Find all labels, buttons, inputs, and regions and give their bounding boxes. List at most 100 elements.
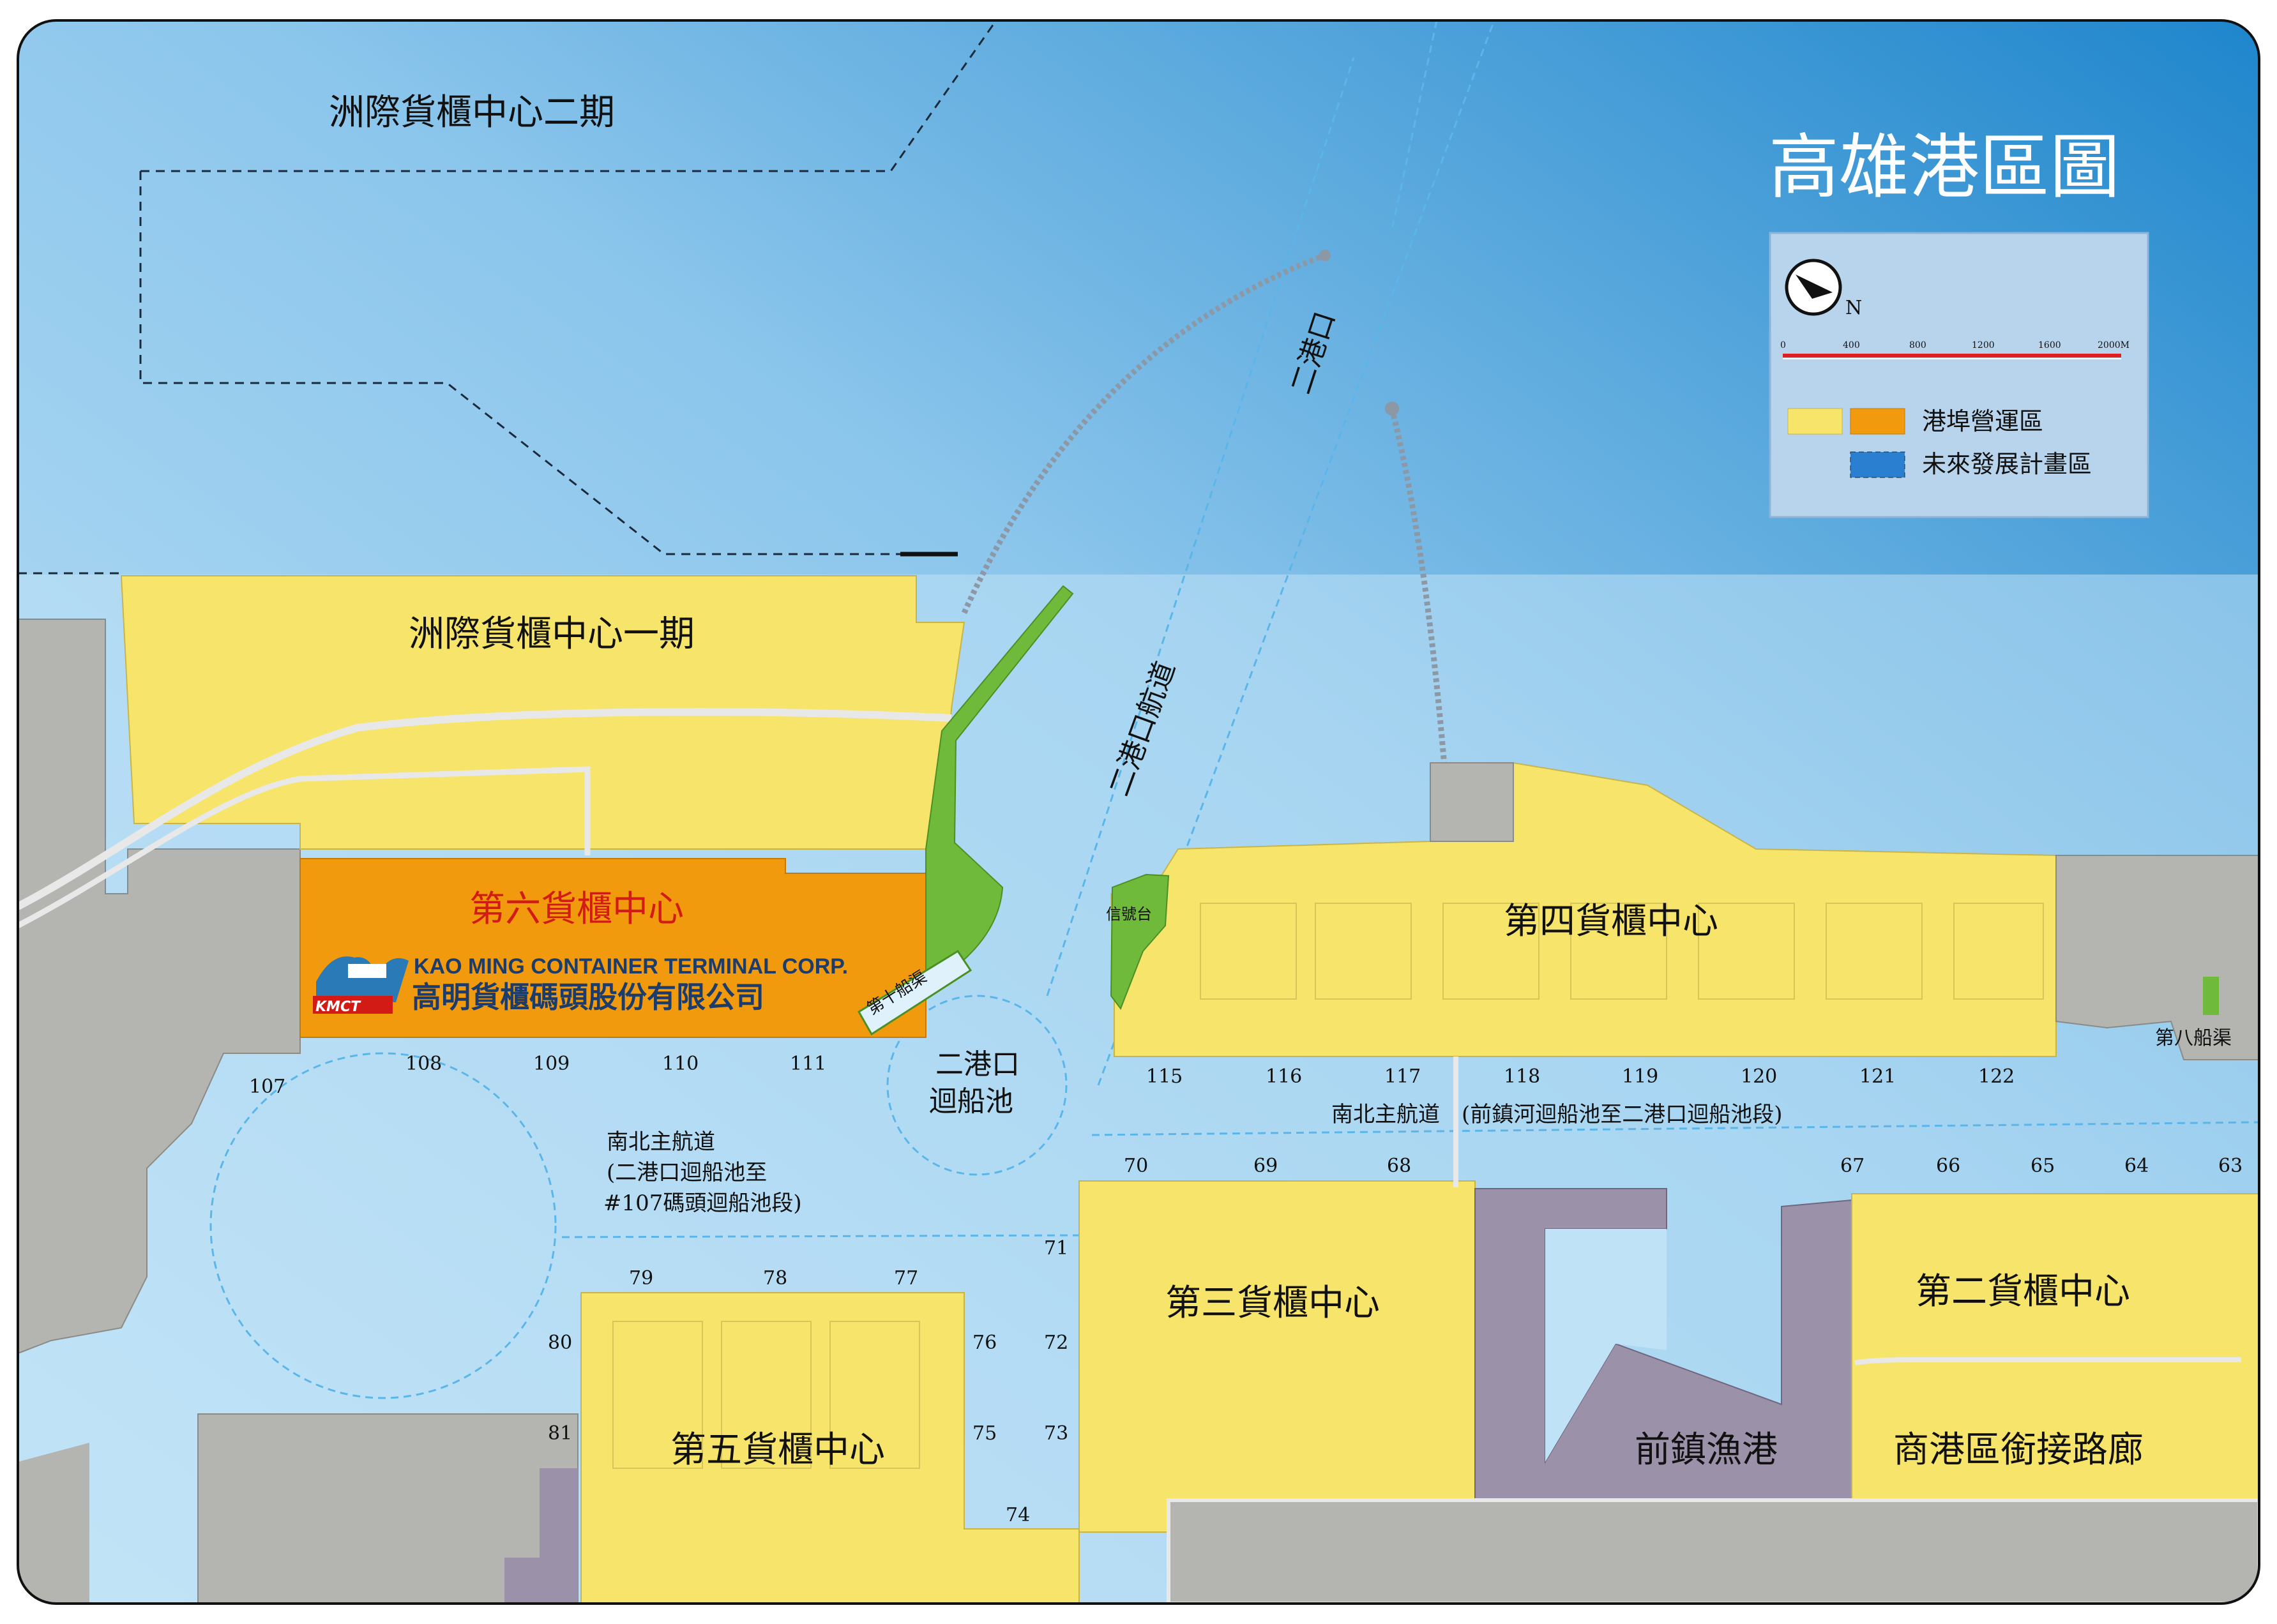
berth-122: 122 (1978, 1065, 2015, 1088)
terminal5-label: 第五貨櫃中心 (670, 1429, 885, 1471)
berth-63: 63 (2218, 1155, 2243, 1177)
north-breakwater (961, 252, 1326, 614)
signal-station-area (1110, 873, 1170, 1011)
turning-basin-107 (209, 1052, 557, 1399)
scale-tick-4: 1600 (2038, 340, 2061, 350)
qianzhen-fishing-port-label: 前鎮漁港 (1635, 1429, 1778, 1471)
legend-swatch-orange (1850, 408, 1905, 435)
terminal4-yard-blocks (1200, 903, 2044, 1000)
terminal4-gray-block (1430, 762, 1514, 842)
west-land-south (18, 1443, 89, 1604)
terminal5-yard-blocks (612, 1321, 920, 1469)
terminal4-area (1110, 762, 2057, 1057)
berth-71: 71 (1044, 1237, 1068, 1259)
channel-lines (1046, 20, 1495, 1086)
berth-64: 64 (2124, 1155, 2149, 1177)
terminal6-label: 第六貨櫃中心 (469, 889, 684, 930)
road-phase1 (18, 708, 952, 910)
berth-69: 69 (1253, 1155, 1278, 1177)
scale-tick-0: 0 (1780, 340, 1786, 350)
legend-swatch-yellow (1787, 408, 1843, 435)
legend: N 0 400 800 1200 1600 2000M 港埠營運區 未來發展計畫… (1769, 232, 2149, 518)
ns-main-channel-west-label-3: #107碼頭迴船池段) (603, 1191, 802, 1216)
scale-tick-1: 400 (1843, 340, 1860, 350)
scale-tick-2: 800 (1909, 340, 1926, 350)
berth-107: 107 (249, 1076, 285, 1098)
phase2-boundary (18, 20, 997, 575)
berth-70: 70 (1124, 1155, 1148, 1177)
berth-75: 75 (972, 1422, 997, 1445)
berth-77: 77 (894, 1267, 918, 1289)
berth-72: 72 (1044, 1332, 1068, 1354)
scale-tick-3: 1200 (1972, 340, 1995, 350)
berth-118: 118 (1504, 1065, 1540, 1088)
terminal2-area (1851, 1193, 2259, 1514)
south-breakwater (1389, 407, 1448, 767)
berth-67: 67 (1840, 1155, 1865, 1177)
kmct-name-zh: 高明貨櫃碼頭股份有限公司 (412, 980, 764, 1014)
compass-needle-icon (1796, 274, 1833, 299)
west-land (18, 619, 301, 1355)
turning-basin-label-1: 二港口 (935, 1048, 1020, 1081)
turning-basin-2 (886, 995, 1068, 1176)
berth-65: 65 (2031, 1155, 2055, 1177)
kmct-abbr: KMCT (315, 999, 361, 1015)
turning-basin-label-2: 迴船池 (929, 1085, 1013, 1118)
terminal2-label: 第二貨櫃中心 (1916, 1271, 2130, 1312)
berth-80: 80 (548, 1332, 572, 1354)
ns-channel-lines (561, 1121, 2259, 1238)
berth-121: 121 (1859, 1065, 1896, 1088)
kmct-badge (313, 996, 393, 1014)
map-frame (17, 19, 2260, 1605)
southwest-land (197, 1413, 579, 1604)
canal8-label: 第八船渠 (2155, 1027, 2232, 1049)
berth-78: 78 (763, 1267, 787, 1289)
berth-115: 115 (1146, 1065, 1183, 1088)
berth-74: 74 (1006, 1504, 1030, 1526)
berth-76: 76 (972, 1332, 997, 1354)
commercial-corridor-label: 商港區銜接路廊 (1893, 1429, 2144, 1471)
terminal3-label: 第三貨櫃中心 (1165, 1282, 1380, 1324)
berth-119: 119 (1622, 1065, 1658, 1088)
berth-66: 66 (1936, 1155, 1960, 1177)
zhouji-phase2-label: 洲際貨櫃中心二期 (329, 92, 615, 133)
berth-109: 109 (533, 1053, 570, 1075)
berth-111: 111 (790, 1053, 826, 1075)
north-label: N (1845, 297, 1862, 319)
fishing-port-water (1545, 1229, 1667, 1462)
berth-73: 73 (1044, 1422, 1068, 1445)
ns-main-channel-west-label-2: (二港口迴船池至 (607, 1160, 767, 1185)
kmct-ship-icon (348, 964, 386, 978)
canal8-green (2203, 977, 2219, 1015)
north-breakwater-head (1319, 250, 1331, 261)
signal-station-label: 信號台 (1106, 905, 1152, 923)
legend-future-label: 未來發展計畫區 (1922, 450, 2092, 478)
south-breakwater-head (1385, 402, 1399, 416)
zhouji-phase1-label: 洲際貨櫃中心一期 (409, 613, 695, 655)
legend-swatch-future (1850, 451, 1905, 478)
berth-116: 116 (1266, 1065, 1302, 1088)
ns-main-channel-west-label-1: 南北主航道 (607, 1129, 715, 1155)
corridor-road (1854, 1357, 2241, 1365)
terminal4-label: 第四貨櫃中心 (1504, 901, 1718, 942)
berth-numbers: 107 108 109 110 111 115 116 117 118 119 … (249, 1053, 2243, 1526)
berth-110: 110 (662, 1053, 699, 1075)
south-city (1167, 1498, 2259, 1604)
purple-pier (504, 1468, 578, 1604)
berth-68: 68 (1387, 1155, 1411, 1177)
canal10-strip (857, 949, 972, 1036)
scale-tick-5: 2000M (2098, 340, 2129, 350)
kmct-logo: KMCT KAO MING CONTAINER TERMINAL CORP. 高… (313, 954, 848, 1015)
legend-operations-label: 港埠營運區 (1922, 407, 2043, 435)
berth-81: 81 (548, 1422, 572, 1445)
kmct-name-en: KAO MING CONTAINER TERMINAL CORP. (414, 954, 848, 979)
berth-79: 79 (629, 1267, 653, 1289)
ns-main-channel-east-label: 南北主航道 (前鎮河迴船池至二港口迴船池段) (1331, 1102, 1783, 1127)
terminal3-area (1078, 1180, 1476, 1533)
map-title: 高雄港區圖 (1769, 126, 2120, 208)
road-phase1-b (18, 766, 591, 928)
kmct-wave-icon (316, 956, 409, 1002)
berth-108: 108 (405, 1053, 442, 1075)
berth-117: 117 (1384, 1065, 1421, 1088)
